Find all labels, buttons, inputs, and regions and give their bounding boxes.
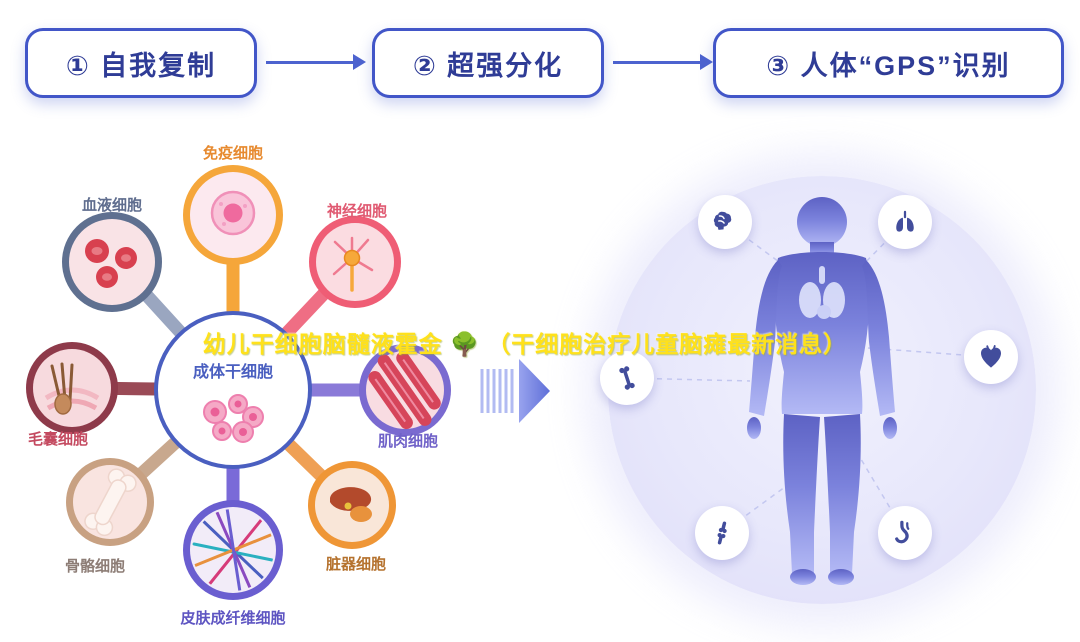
brain-chip: [698, 195, 752, 249]
lungs-overlay: [799, 266, 845, 319]
blood-cell-label: 血液细胞: [81, 197, 143, 214]
flow-step-1-label: ① 自我复制: [65, 50, 217, 81]
organ-cell-circle: [308, 461, 396, 549]
flow-arrow-icon: [266, 54, 366, 70]
flow-step-3: ③ 人体“GPS”识别: [713, 28, 1064, 98]
flow-step-3-label: ③ 人体“GPS”识别: [766, 50, 1011, 81]
hair-follicle-cell-label: 毛囊细胞: [27, 431, 89, 448]
flow-step-2: ② 超强分化: [372, 28, 604, 98]
adult-stem-cell-center: [154, 311, 312, 469]
stem-cell-diagram: [26, 165, 451, 600]
human-body-silhouette: [747, 197, 897, 585]
hair-follicle-cell-circle: [26, 342, 118, 434]
nerve-cell-circle: [309, 216, 401, 308]
bone-cell-label: 骨骼细胞: [64, 558, 126, 575]
muscle-cell-label: 肌肉细胞: [377, 433, 439, 450]
organ-cell-label: 脏器细胞: [325, 556, 387, 573]
knee-joint-icon: [717, 521, 727, 545]
flow-arrow-icon: [613, 54, 713, 70]
transition-arrow-icon: [480, 359, 550, 423]
bone-cell-circle: [66, 458, 154, 546]
lungs-chip: [878, 195, 932, 249]
immune-cell-circle: [183, 165, 283, 265]
nerve-cell-label: 神经细胞: [326, 203, 388, 220]
muscle-cell-circle: [359, 344, 451, 436]
stomach-icon: [895, 520, 910, 544]
skin-fibroblast-cell-label: 皮肤成纤维细胞: [180, 610, 286, 627]
lungs-icon: [896, 210, 914, 232]
bone-chip: [600, 351, 654, 405]
brain-icon: [713, 211, 732, 230]
flow-step-2-label: ② 超强分化: [412, 50, 564, 81]
knee-joint-chip: [695, 506, 749, 560]
skin-fibroblast-cell-circle: [183, 500, 283, 600]
immune-cell-label: 免疫细胞: [202, 145, 264, 162]
adult-stem-cell-label: 成体干细胞: [192, 364, 274, 381]
bone-icon: [619, 366, 635, 390]
blood-cell-circle: [62, 212, 162, 312]
heart-icon: [981, 345, 1001, 368]
stomach-chip: [878, 506, 932, 560]
heart-chip: [964, 330, 1018, 384]
flow-step-1: ① 自我复制: [25, 28, 257, 98]
